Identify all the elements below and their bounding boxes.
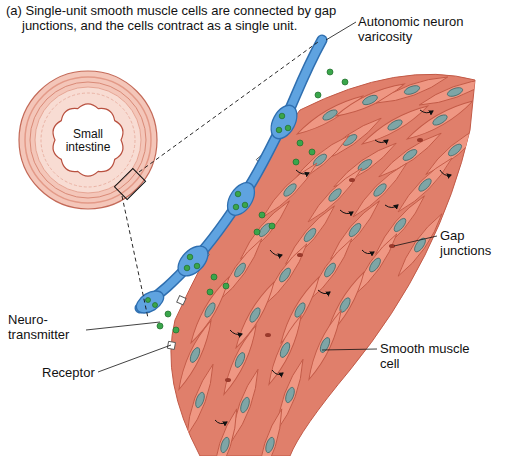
organ-label: Small intestine <box>58 128 118 154</box>
intestine-wall <box>25 77 151 203</box>
gap-junction-label: Gap junctions <box>440 228 502 258</box>
smooth-muscle-cells <box>174 72 493 456</box>
intestine-wall <box>41 93 135 187</box>
zoom-box <box>114 168 145 199</box>
current-arrows <box>215 110 451 424</box>
intestine-lumen <box>53 104 123 176</box>
leader-lines <box>86 22 437 372</box>
neurotransmitter-label: Neuro-transmitter <box>8 312 88 342</box>
neuron-label: Autonomic neuron varicosity <box>358 14 470 44</box>
zoom-dashed-lines <box>122 42 318 318</box>
intestine-wall <box>35 87 141 193</box>
figure-title: (a) Single-unit smooth muscle cells are … <box>6 3 367 33</box>
autonomic-neuron <box>133 40 322 318</box>
neurotransmitter-dots <box>146 69 349 333</box>
intestine-wall <box>30 82 146 198</box>
receptor-label: Receptor <box>42 365 102 380</box>
intestine-wall <box>19 71 157 209</box>
receptors <box>167 120 292 349</box>
muscle-band <box>171 74 475 456</box>
intestine-circle: Small intestine <box>18 70 158 210</box>
muscle-cell-label: Smooth muscle cell <box>380 341 480 371</box>
